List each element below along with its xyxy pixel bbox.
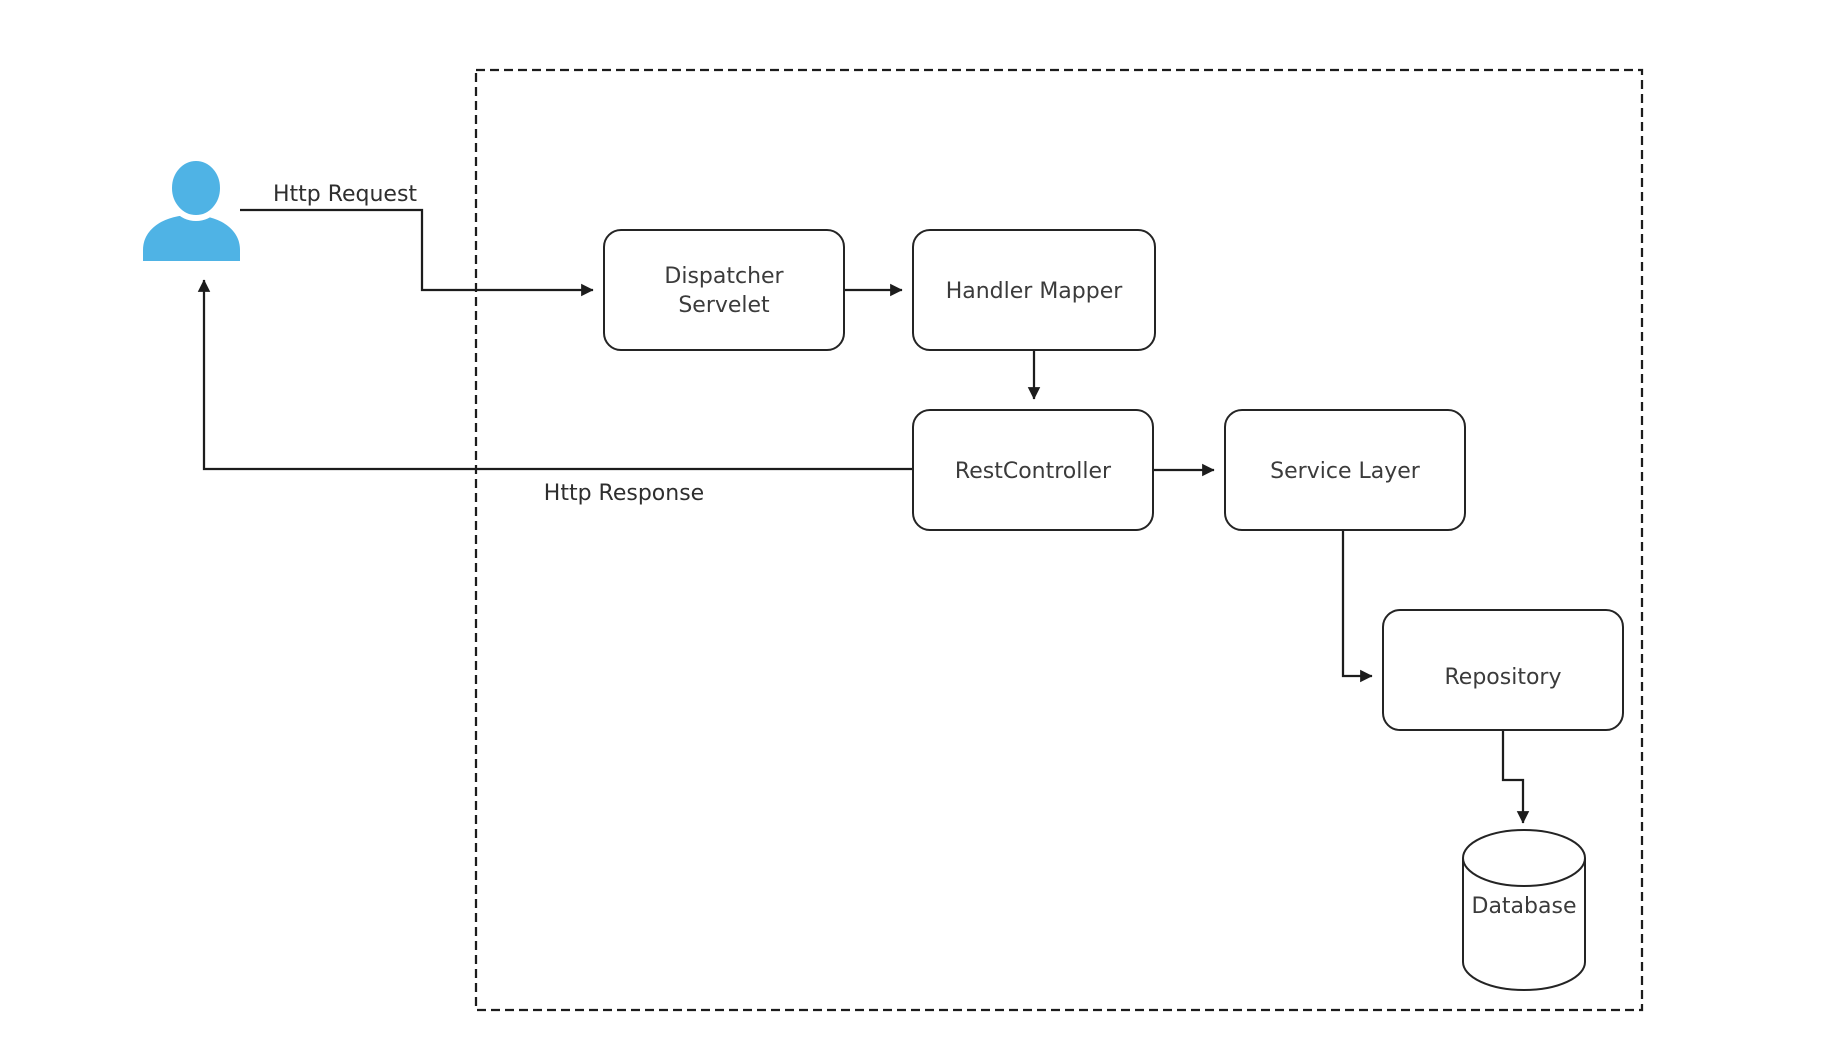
http-response-label: Http Response	[544, 481, 704, 506]
node-database: Database	[1462, 829, 1586, 991]
database-label: Database	[1472, 894, 1577, 919]
rest-controller-box	[912, 409, 1154, 531]
handler-mapper-box	[912, 229, 1156, 351]
http-response-arrow	[197, 279, 913, 471]
repository-label: Repository	[1445, 665, 1562, 690]
database-cylinder-body	[1462, 858, 1586, 991]
node-rest-controller: RestController	[912, 409, 1154, 531]
person-icon-head	[166, 155, 226, 221]
database-cylinder-top	[1462, 829, 1586, 887]
user-actor	[143, 155, 240, 261]
service-layer-label: Service Layer	[1270, 459, 1421, 484]
dispatcher-servlet-box	[603, 229, 845, 351]
service-to-repository-arrow	[1341, 530, 1373, 683]
node-repository: Repository	[1382, 609, 1624, 731]
repository-to-database-arrow	[1501, 730, 1530, 824]
node-dispatcher-servlet: Dispatcher Servelet	[603, 229, 845, 351]
server-boundary-dashed-box	[474, 68, 1644, 1012]
person-icon-body	[143, 215, 240, 261]
node-handler-mapper: Handler Mapper	[912, 229, 1156, 351]
http-request-arrow	[240, 208, 594, 297]
node-service-layer: Service Layer	[1224, 409, 1466, 531]
dispatcher-servlet-label-line1: Dispatcher	[664, 264, 784, 289]
service-layer-box	[1224, 409, 1466, 531]
http-request-label: Http Request	[273, 182, 417, 207]
dispatcher-servlet-label-line2: Servelet	[678, 293, 770, 318]
rest-controller-label: RestController	[955, 459, 1112, 484]
repository-box	[1382, 609, 1624, 731]
handler-mapper-label: Handler Mapper	[946, 279, 1124, 304]
